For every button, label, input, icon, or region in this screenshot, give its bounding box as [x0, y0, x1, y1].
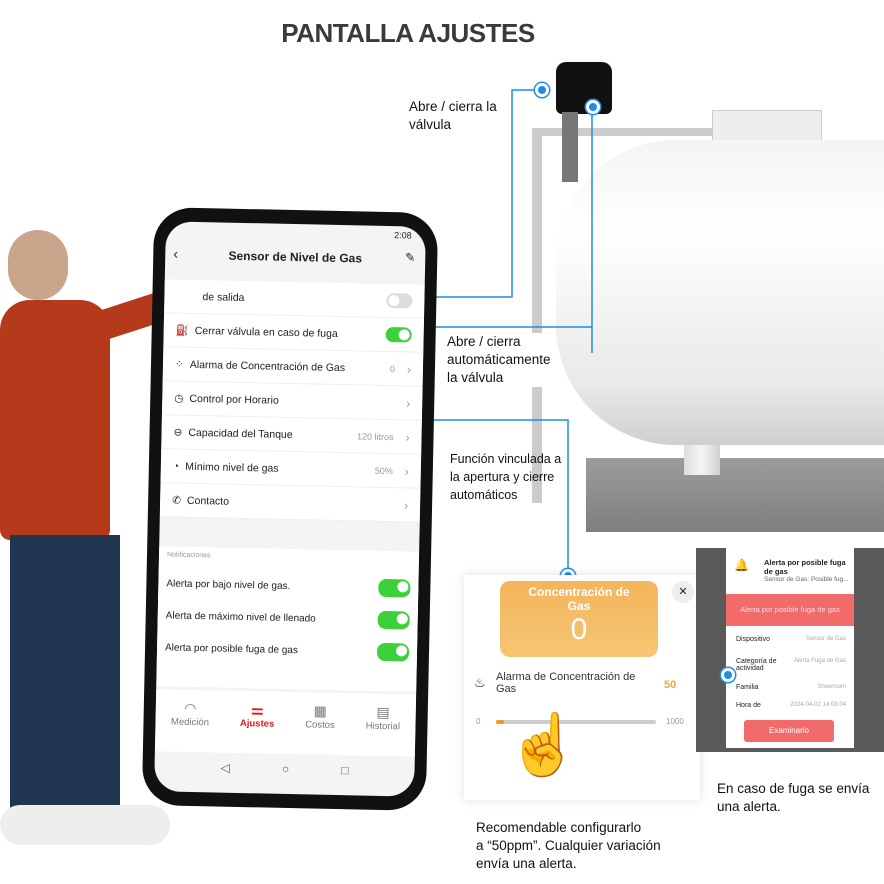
slider-fill [496, 720, 504, 724]
row-value: 50% [374, 465, 393, 476]
bottom-nav: ◠Medición ⚌Ajustes ▦Costos ▤Historial [154, 689, 417, 757]
low-level-toggle[interactable] [378, 578, 411, 598]
chevron-right-icon: › [406, 395, 411, 410]
row-label: Alerta por posible fuga de gas [164, 641, 299, 656]
close-button[interactable]: ✕ [672, 581, 694, 603]
phone: 2:08 ‹ Sensor de Nivel de Gas ✎ de salid… [141, 207, 439, 811]
tank-platform [586, 458, 884, 532]
notifications-label: Notificaciones [166, 551, 211, 560]
row-value: 0 [389, 363, 396, 374]
clock-icon: ◷ [174, 392, 184, 405]
gas-pipe-vertical [532, 128, 542, 503]
nav-historial[interactable]: ▤Historial [365, 703, 401, 733]
settings-row-contact[interactable]: ✆ Contacto › [159, 483, 421, 523]
nav-costos[interactable]: ▦Costos [305, 702, 335, 731]
row-label: Alerta por bajo nivel de gas. [166, 577, 291, 592]
row-label: Alerta de máximo nivel de llenado [165, 609, 316, 625]
settings-row-close-valve[interactable]: ⛽ Cerrar válvula en caso de fuga [163, 313, 425, 353]
row-label: Alarma de Concentración de Gas [189, 358, 346, 374]
notification-row-leak[interactable]: Alerta por posible fuga de gas [156, 631, 418, 669]
settings-row-capacity[interactable]: ⊖ Capacidad del Tanque 120 litros › [161, 415, 422, 455]
calendar-icon: ▤ [376, 703, 390, 721]
chevron-right-icon: › [405, 429, 410, 444]
back-nav-icon[interactable]: ◁ [220, 760, 230, 775]
recents-nav-icon[interactable]: □ [341, 763, 349, 778]
chevron-right-icon: › [404, 463, 409, 478]
examine-button[interactable]: Examinarlo [744, 720, 834, 742]
gauge-icon: ◔ [172, 460, 180, 473]
calculator-icon: ▦ [313, 702, 328, 719]
tank-icon: ⊖ [173, 426, 183, 439]
settings-row-output[interactable]: de salida [164, 279, 425, 319]
valve-actuator [556, 62, 612, 114]
gas-pipe [532, 128, 712, 136]
gas-icon: ♨ [474, 675, 486, 690]
row-label: Mínimo nivel de gas [185, 460, 279, 475]
bell-icon: 🔔 [734, 558, 749, 572]
concentration-card: Concentración de Gas 0 ✕ ♨ Alarma de Con… [464, 575, 700, 800]
home-nav-icon[interactable]: ○ [281, 761, 290, 777]
alert-title: Alerta por posible fuga de gas [764, 558, 846, 576]
screen-title: Sensor de Nivel de Gas [228, 248, 363, 266]
leak-toggle[interactable] [376, 642, 410, 662]
output-toggle[interactable] [386, 292, 413, 309]
max-fill-toggle[interactable] [377, 610, 410, 630]
concentration-value: 0 [570, 613, 588, 646]
edit-icon[interactable]: ✎ [405, 250, 416, 265]
slider-min: 0 [476, 717, 481, 726]
alert-banner: Alerta por posible fuga de gas [726, 594, 854, 626]
callout-dot [586, 100, 600, 114]
row-label: Capacidad del Tanque [188, 426, 293, 441]
gauge-icon: ◠ [184, 699, 197, 717]
nav-medicion[interactable]: ◠Medición [170, 699, 210, 729]
slider-max: 1000 [666, 717, 684, 726]
alert-subtitle: Sensor de Gas: Posible fug... [764, 576, 849, 583]
alarm-value: 50 [664, 679, 677, 691]
row-label: Contacto [186, 494, 230, 508]
molecule-icon: ⁘ [174, 358, 184, 371]
close-valve-toggle[interactable] [385, 326, 412, 343]
callout-dot [721, 668, 735, 682]
status-time: 2:08 [394, 230, 412, 241]
page-title: PANTALLA AJUSTES [281, 18, 535, 48]
sliders-icon: ⚌ [250, 701, 264, 718]
concentration-title: Concentración de Gas [528, 585, 630, 613]
person-head [8, 230, 68, 300]
gas-tank [556, 140, 884, 445]
valve-icon: ⛽ [175, 324, 189, 337]
phone-screen: 2:08 ‹ Sensor de Nivel de Gas ✎ de salid… [154, 221, 426, 797]
alert-popup: 🔔 Alerta por posible fuga de gas Sensor … [726, 548, 854, 748]
settings-row-min-level[interactable]: ◔ Mínimo nivel de gas 50% › [160, 449, 422, 489]
person-shoes [0, 805, 170, 845]
alarm-label: Alarma de Concentración de Gas [496, 671, 636, 695]
alert-popup-background: 🔔 Alerta por posible fuga de gas Sensor … [696, 548, 884, 752]
chevron-right-icon: › [403, 497, 409, 512]
status-bar: 2:08 [166, 221, 426, 246]
row-label: de salida [202, 290, 245, 304]
level-sensor [712, 110, 822, 144]
row-value: 120 litros [356, 430, 394, 442]
chevron-right-icon: › [406, 361, 412, 377]
system-nav: ◁ ○ □ [154, 759, 414, 778]
settings-row-gas-alarm[interactable]: ⁘ Alarma de Concentración de Gas 0 › [162, 347, 424, 387]
nav-ajustes[interactable]: ⚌Ajustes [239, 701, 275, 730]
row-label: Control por Horario [189, 392, 279, 407]
row-label: Cerrar válvula en caso de fuga [194, 324, 338, 340]
concentration-display: Concentración de Gas 0 [500, 581, 658, 657]
valve-body [562, 112, 578, 182]
phone-icon: ✆ [172, 494, 182, 507]
hand-pointer-icon: ☝ [506, 711, 581, 778]
settings-row-schedule[interactable]: ◷ Control por Horario › [161, 381, 423, 421]
person-jeans [10, 535, 120, 825]
callout-dot [535, 83, 549, 97]
alarm-slider[interactable] [496, 720, 656, 724]
